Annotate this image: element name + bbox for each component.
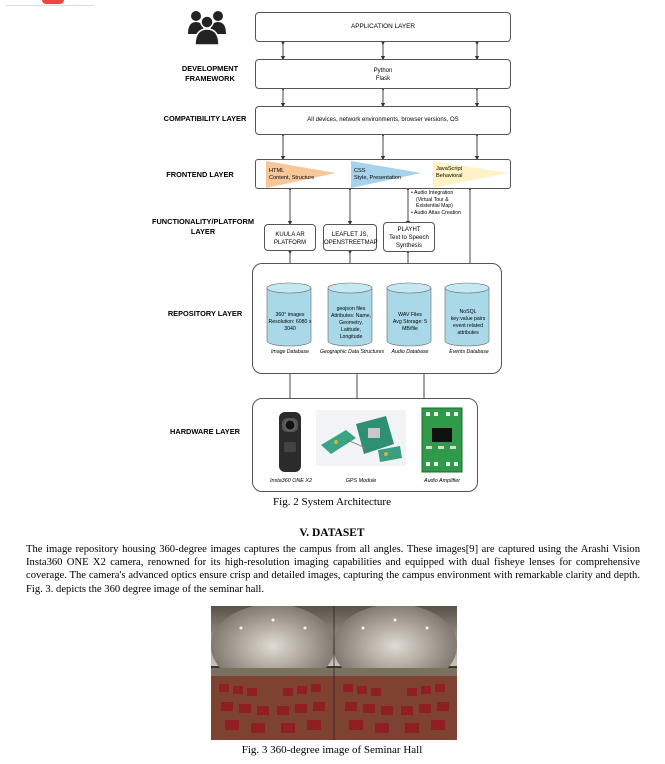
section-heading: V. DATASET [299,527,365,539]
framework-python: Python [373,68,393,74]
database-cylinders [266,282,490,347]
platform-kuula-line1: KUULA AR [275,232,305,238]
hw-camera-label: Insta360 ONE X2 [270,478,312,484]
camera-icon [279,412,301,472]
platform-kuula: KUULA AR PLATFORM [264,224,316,251]
label-compatibility-layer: COMPATIBILITY LAYER [163,114,247,123]
db-geo-label: Geographic Data Structures [319,349,385,355]
platform-playht-line3: Synthesis [395,243,422,249]
label-repository-layer: REPOSITORY LAYER [167,309,243,318]
frontend-html: HTML [269,168,285,174]
platform-playht-line2: Text to Speech [389,235,429,241]
platform-playht: PLAYHT Text to Speech Synthesis [383,222,435,252]
application-layer-box: APPLICATION LAYER [255,12,511,42]
frontend-box: HTML Content, Structure CSS Style, Prese… [255,159,511,189]
js-note-1: • Audio Integration [411,190,454,196]
frontend-js: JavaScript [436,166,463,172]
platform-leaflet: LEAFLET JS, OPENSTREETMAP [323,224,378,251]
users-icon [188,11,226,46]
compatibility-box: All devices, network environments, brows… [255,106,511,135]
js-note-2: (Virtual Tour & [416,196,449,203]
js-notes: • Audio Integration (Virtual Tour & Exis… [411,190,461,216]
frontend-js-desc: Behavioral [436,173,463,179]
js-note-3: Existential Map) [416,203,453,210]
frontend-css: CSS [354,168,366,174]
logo-fragment [6,0,94,6]
label-functionality-layer: FUNCTIONALITY/PLATFORM LAYER [151,217,255,236]
application-layer-text: APPLICATION LAYER [350,23,416,30]
frontend-html-desc: Content, Structure [269,175,315,181]
dataset-paragraph: The image repository housing 360-degree … [26,544,640,595]
html-shape [266,161,336,188]
platform-leaflet-line2: OPENSTREETMAP [324,240,378,246]
compatibility-text: All devices, network environments, brows… [307,117,459,123]
frontend-css-desc: Style, Presentation [354,175,401,181]
gps-module-icon [316,410,406,466]
db-image-label: Image Database [270,349,310,355]
label-frontend-layer: FRONTEND LAYER [166,170,234,179]
hw-gps-label: GPS Module [345,478,377,484]
js-shape [433,161,508,188]
hw-amplifier-label: Audio Amplifier [423,478,461,484]
framework-box: Python Flask [255,59,511,89]
seminar-hall-panorama [211,606,457,740]
db-audio-label: Audio Database [391,349,429,355]
db-events-label: Events Database [449,349,489,355]
platform-playht-line1: PLAYHT [397,227,421,233]
fig2-caption: Fig. 2 System Architecture [273,496,391,508]
framework-flask: Flask [375,76,391,82]
platform-leaflet-line1: LEAFLET JS, [331,232,369,238]
platform-kuula-line2: PLATFORM [273,240,307,246]
label-development-framework: DEVELOPMENT FRAMEWORK [181,64,239,83]
fig3-caption: Fig. 3 360-degree image of Seminar Hall [241,744,423,756]
css-shape [351,161,421,188]
label-hardware-layer: HARDWARE LAYER [170,427,240,436]
amplifier-icon [421,407,463,473]
js-note-4: • Audio Atlas Creation [411,209,461,216]
